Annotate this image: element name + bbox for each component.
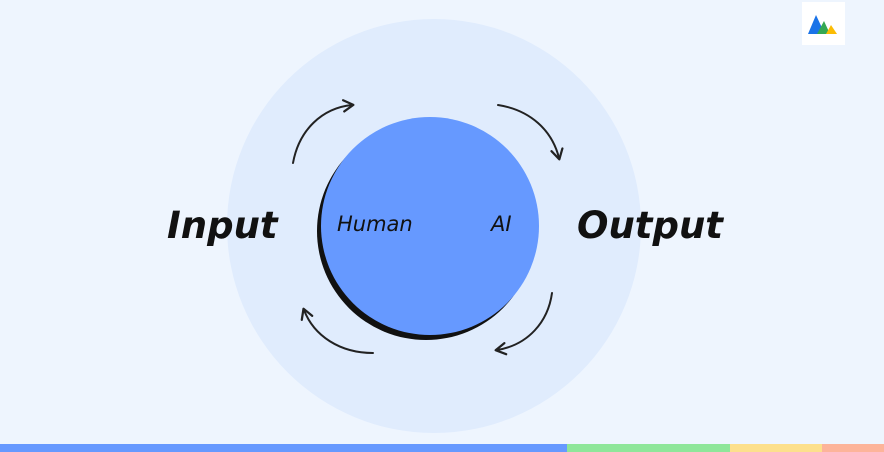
bar-segment-blue xyxy=(0,444,567,452)
human-label: Human xyxy=(337,212,413,236)
ai-label: AI xyxy=(491,212,512,236)
bar-segment-yellow xyxy=(730,444,822,452)
output-label: Output xyxy=(577,204,723,247)
brand-mountain-logo-icon xyxy=(808,15,837,34)
bar-segment-green xyxy=(567,444,730,452)
brand-logo[interactable] xyxy=(802,2,845,45)
bar-segment-orange xyxy=(822,444,884,452)
input-label: Input xyxy=(167,204,278,247)
bottom-color-bar xyxy=(0,444,884,452)
